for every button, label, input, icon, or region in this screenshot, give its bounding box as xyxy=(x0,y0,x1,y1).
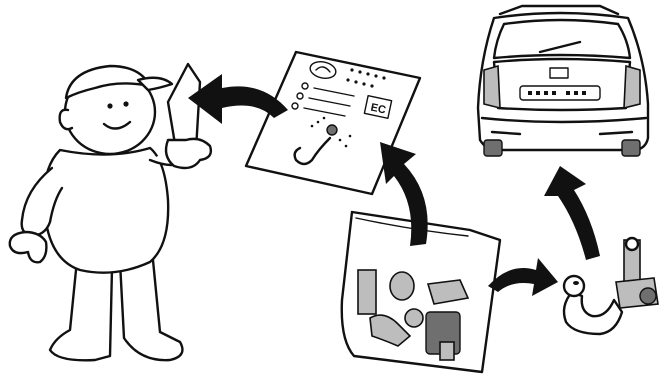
hitch-bracket-bolt xyxy=(626,238,638,250)
mechanic-torso xyxy=(44,148,168,273)
tow-hitch-assembly xyxy=(564,238,658,334)
car-rear-view xyxy=(478,6,648,156)
car-right-wheel xyxy=(622,140,640,156)
hitch-swan-neck xyxy=(564,292,622,334)
kit-tow-ball xyxy=(405,309,423,327)
kit-fixing-plate xyxy=(440,342,454,360)
arrow-hitch-to-car xyxy=(544,166,600,260)
held-certificate xyxy=(168,64,200,150)
mechanic-right-eye xyxy=(123,101,128,106)
kit-bracket-left xyxy=(358,270,376,314)
car-left-wheel xyxy=(484,140,502,156)
hitch-ball-highlight xyxy=(573,281,579,285)
kit-ball-cover xyxy=(390,272,414,300)
car-left-tail-light xyxy=(484,66,500,108)
arrow-certificate-to-mechanic xyxy=(188,74,288,124)
mechanic-left-hand xyxy=(10,232,47,262)
mechanic-figure xyxy=(10,64,211,360)
hitch-tow-ball xyxy=(564,276,584,296)
mechanic-left-eye xyxy=(107,103,112,108)
mechanic-right-hand xyxy=(166,139,211,168)
hitch-lock xyxy=(640,288,656,304)
arrow-kit-to-hitch xyxy=(488,258,558,296)
car-rear-window xyxy=(494,20,630,58)
car-right-tail-light xyxy=(624,66,640,108)
